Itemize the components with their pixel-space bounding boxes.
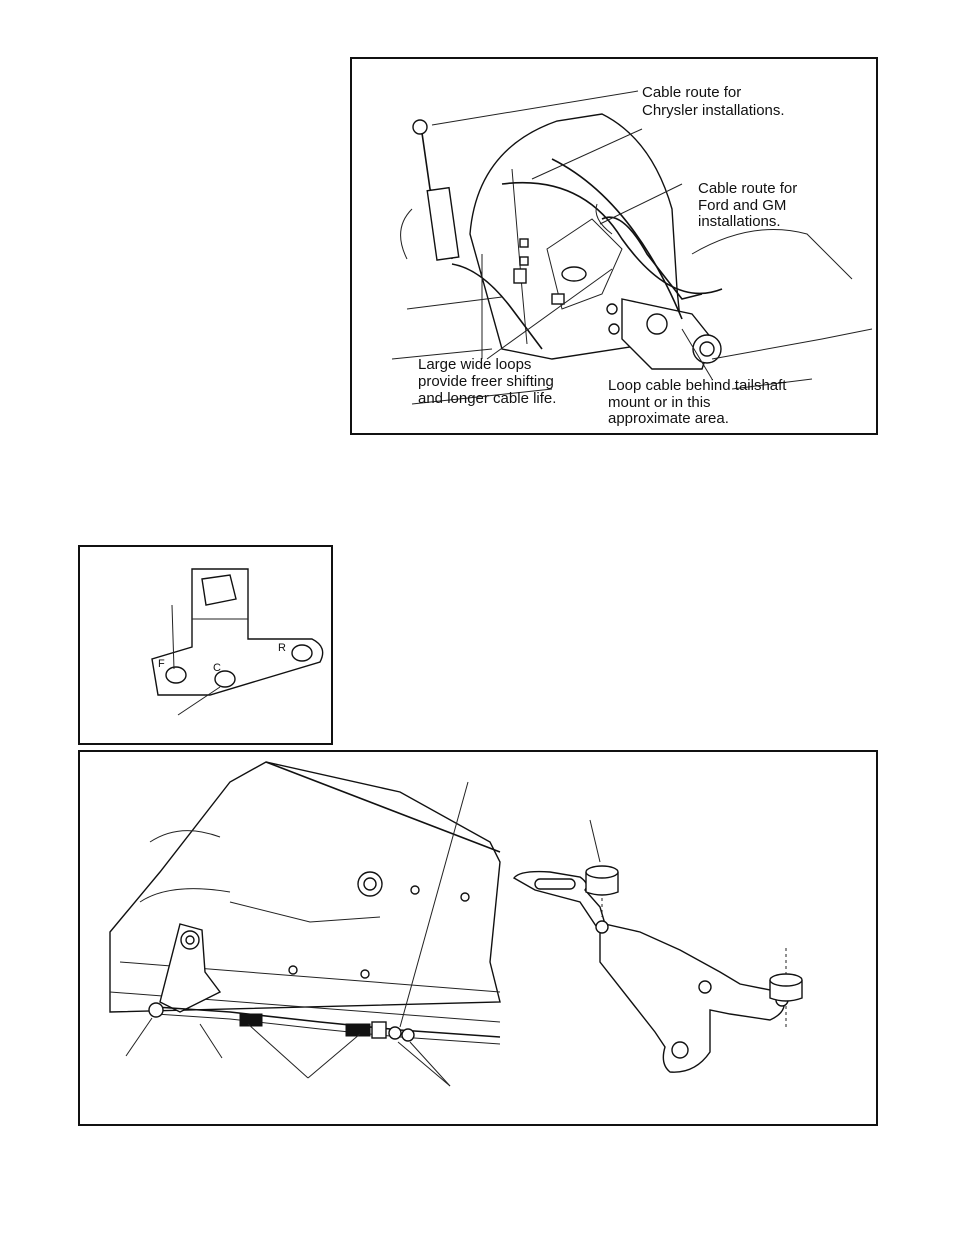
transmission-side [109,761,501,1013]
cable-bushing-2 [345,1023,371,1037]
tailshaft-callout-line3: approximate area. [608,410,729,427]
cable-end-ball [148,1002,164,1018]
cable-routing-figure: Cable route for Chrysler installations. … [350,57,878,435]
tailshaft-callout-line2: mount or in this [608,394,711,411]
bracket-slot [534,878,576,890]
tailshaft-callout-line1: Loop cable behind tailshaft [608,377,787,394]
bracket-plate [151,568,324,696]
chrysler-callout-line2: Chrysler installations. [642,102,785,119]
hole-label-f: F [158,658,165,670]
mount-bracket [512,870,785,1073]
transmission-cable-illustration: Cable route for Chrysler installations. … [391,84,873,427]
loops-callout-line2: provide freer shifting [418,373,554,390]
bracket-hole-4 [671,1041,689,1059]
tailshaft [621,298,713,370]
linkage-figure [78,750,878,1126]
bracket-illustration: F C R [151,568,324,716]
loops-callout-line3: and longer cable life. [418,390,556,407]
cable-bushing-1 [239,1013,263,1027]
bracket-hole-2 [698,980,712,994]
bracket-slot [201,574,237,606]
ford-gm-callout-line3: installations. [698,213,781,230]
chrysler-cable [501,181,723,295]
bracket-hole-1 [595,920,609,934]
shifter-knob [412,119,428,135]
ford-gm-cable [601,216,703,300]
shift-lever [159,923,222,1013]
shift-cable [155,1006,501,1038]
hole-f [165,666,187,684]
ford-gm-callout-line2: Ford and GM [698,197,786,214]
loops-callout-line1: Large wide loops [418,356,531,373]
hole-label-c: C [213,662,221,674]
linkage-illustration [109,761,803,1087]
jam-nut-1 [388,1026,402,1040]
chrysler-callout-line1: Cable route for [642,84,741,101]
jam-nut-2 [401,1028,415,1042]
hole-r [291,644,313,662]
hole-label-r: R [278,642,286,654]
ford-gm-callout-line1: Cable route for [698,180,797,197]
hole-c [214,670,236,688]
bracket-hole-figure: F C R [78,545,333,745]
